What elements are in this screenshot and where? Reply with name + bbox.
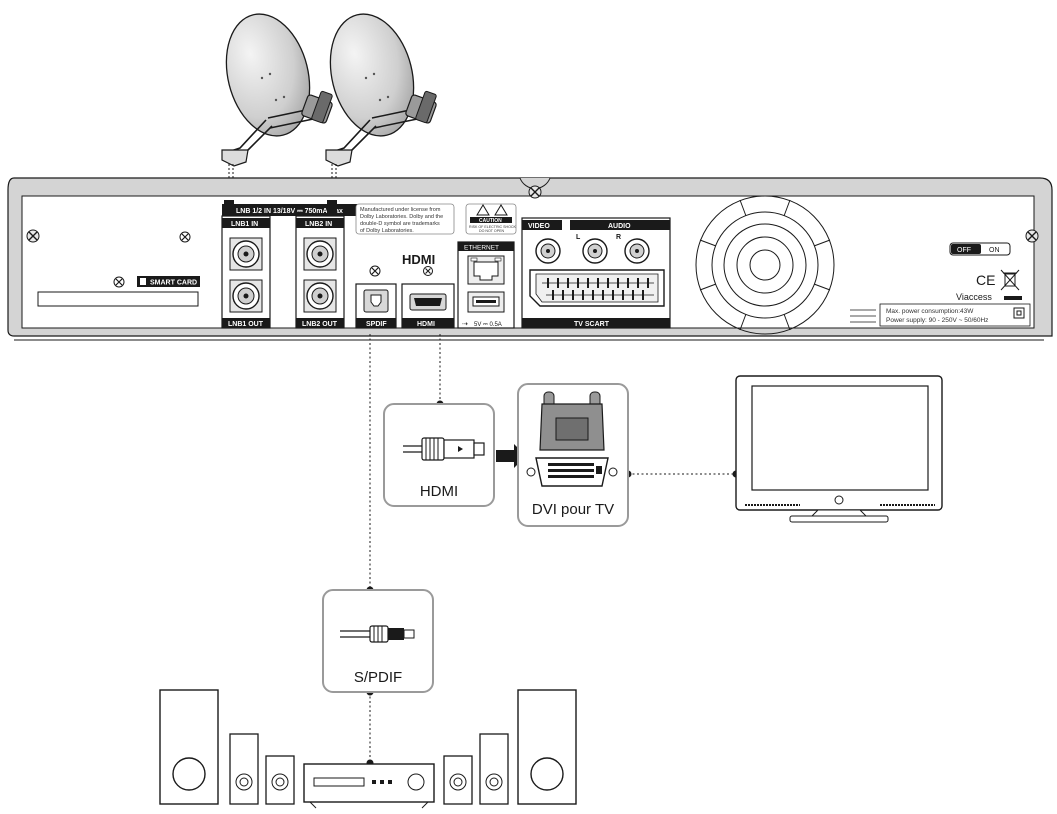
speaker-left-small <box>265 755 295 805</box>
audio-label: AUDIO <box>608 223 631 230</box>
spdif-box-label: S/PDIF <box>354 669 402 686</box>
home-theater-system <box>159 689 577 809</box>
hdmi-box-label: HDMI <box>420 483 458 500</box>
warning-triangle-icon <box>476 204 490 216</box>
spdif-cable-box: S/PDIF <box>322 589 434 693</box>
hdmi-plug-icon <box>403 437 485 461</box>
panel-screw-small-3 <box>369 265 381 277</box>
dolby-line-3: double-D symbol are trademarks <box>360 221 440 227</box>
ethernet-label: ETHERNET <box>464 245 499 252</box>
power-switch: OFF ON <box>949 242 1011 256</box>
power-off-label: OFF <box>957 247 971 254</box>
panel-screw-left <box>26 229 40 243</box>
smart-card-label: SMART CARD <box>150 280 197 287</box>
panel-screw-small-2 <box>113 276 125 288</box>
spdif-port: SPDIF <box>355 283 397 329</box>
rca-video-jack <box>535 238 561 264</box>
panel-screw-small-1 <box>179 231 191 243</box>
hdmi-cable-box: HDMI <box>383 403 495 507</box>
satellite-dish-2 <box>325 13 437 167</box>
spdif-cable-line <box>366 334 374 767</box>
satellite-dish-1 <box>221 13 333 167</box>
power-info-line-2: Power supply: 90 - 250V ~ 50/60Hz <box>886 317 988 324</box>
hdmi-port-label: HDMI <box>417 321 435 328</box>
av-receiver <box>303 763 435 809</box>
hdmi-cable-line <box>436 334 444 408</box>
usb-power-label: 5V ⎓ 0.5A <box>474 322 502 328</box>
panel-screw-top <box>528 185 542 199</box>
lnb-section: LNB 1/2 IN 13/18V ⎓ 750mA Max LNB1 IN LN… <box>221 200 357 329</box>
panel-screw-right <box>1025 229 1039 243</box>
lnb2-out-label: LNB2 OUT <box>302 321 338 328</box>
speaker-left-mid <box>229 733 259 805</box>
dvi-adapter-box: DVI pour TV <box>517 383 629 527</box>
lightning-triangle-icon <box>494 204 508 216</box>
lnb2-in-label: LNB2 IN <box>305 221 332 228</box>
double-insulation-icon <box>1013 307 1025 319</box>
smart-card-slot: SMART CARD <box>37 276 200 307</box>
speaker-left-tall <box>159 689 219 805</box>
lnb2-out-connector <box>303 279 337 313</box>
speaker-right-tall <box>517 689 577 805</box>
hdmi-logo: HDMI <box>402 252 435 267</box>
caution-label: CAUTION RISK OF ELECTRIC SHOCK DO NOT OP… <box>465 203 517 235</box>
lnb1-in-label: LNB1 IN <box>231 221 258 228</box>
usb-symbol-icon: ⇢ <box>462 321 468 328</box>
dolby-line-4: of Dolby Laboratories. <box>360 228 414 234</box>
viaccess-label: Viaccess <box>956 292 992 302</box>
scart-connector <box>529 269 665 307</box>
audio-right-label: R <box>616 234 621 241</box>
ce-mark: CE <box>976 272 995 288</box>
rca-audio-right-jack <box>624 238 650 264</box>
rca-audio-left-jack <box>582 238 608 264</box>
power-on-label: ON <box>989 247 1000 254</box>
caution-sub-1: RISK OF ELECTRIC SHOCK <box>469 225 517 229</box>
fan-vent <box>695 195 835 335</box>
weee-bin-icon <box>1000 269 1020 291</box>
lnb1-out-label: LNB1 OUT <box>228 321 264 328</box>
certifications: CE Viaccess Max. power consumption:43W P… <box>850 269 1031 327</box>
usb-port <box>467 291 505 313</box>
lnb2-in-connector <box>303 237 337 271</box>
video-label: VIDEO <box>528 223 550 230</box>
television <box>735 375 943 523</box>
dolby-notice: Manufactured under license from Dolby La… <box>355 203 455 235</box>
spdif-port-label: SPDIF <box>366 321 387 328</box>
audio-left-label: L <box>576 234 581 241</box>
speaker-right-mid <box>479 733 509 805</box>
power-info-line-1: Max. power consumption:43W <box>886 308 974 315</box>
tv-scart-label: TV SCART <box>574 321 610 328</box>
optical-plug-icon <box>340 625 415 643</box>
receiver-rear-panel: SMART CARD LNB 1/2 IN 13/18V ⎓ 750mA Max… <box>7 177 1053 341</box>
lnb-power-label: LNB 1/2 IN 13/18V ⎓ 750mA Max <box>236 208 343 215</box>
dvi-to-tv-line <box>624 470 740 478</box>
lnb1-out-connector <box>229 279 263 313</box>
caution-text: CAUTION <box>479 218 502 224</box>
dolby-line-1: Manufactured under license from <box>360 207 441 213</box>
dvi-connector-icon <box>526 391 618 487</box>
ethernet-usb-block: ETHERNET ⇢ 5V ⎓ 0.5A <box>457 241 515 329</box>
av-section: VIDEO AUDIO L R <box>521 217 671 329</box>
dolby-line-2: Dolby Laboratories. Dolby and the <box>360 214 443 220</box>
ethernet-port <box>467 255 505 285</box>
lnb1-in-connector <box>229 237 263 271</box>
speaker-right-small <box>443 755 473 805</box>
dvi-box-label: DVI pour TV <box>532 501 614 518</box>
caution-sub-2: DO NOT OPEN <box>479 229 504 233</box>
hdmi-port: HDMI HDMI <box>401 252 455 329</box>
